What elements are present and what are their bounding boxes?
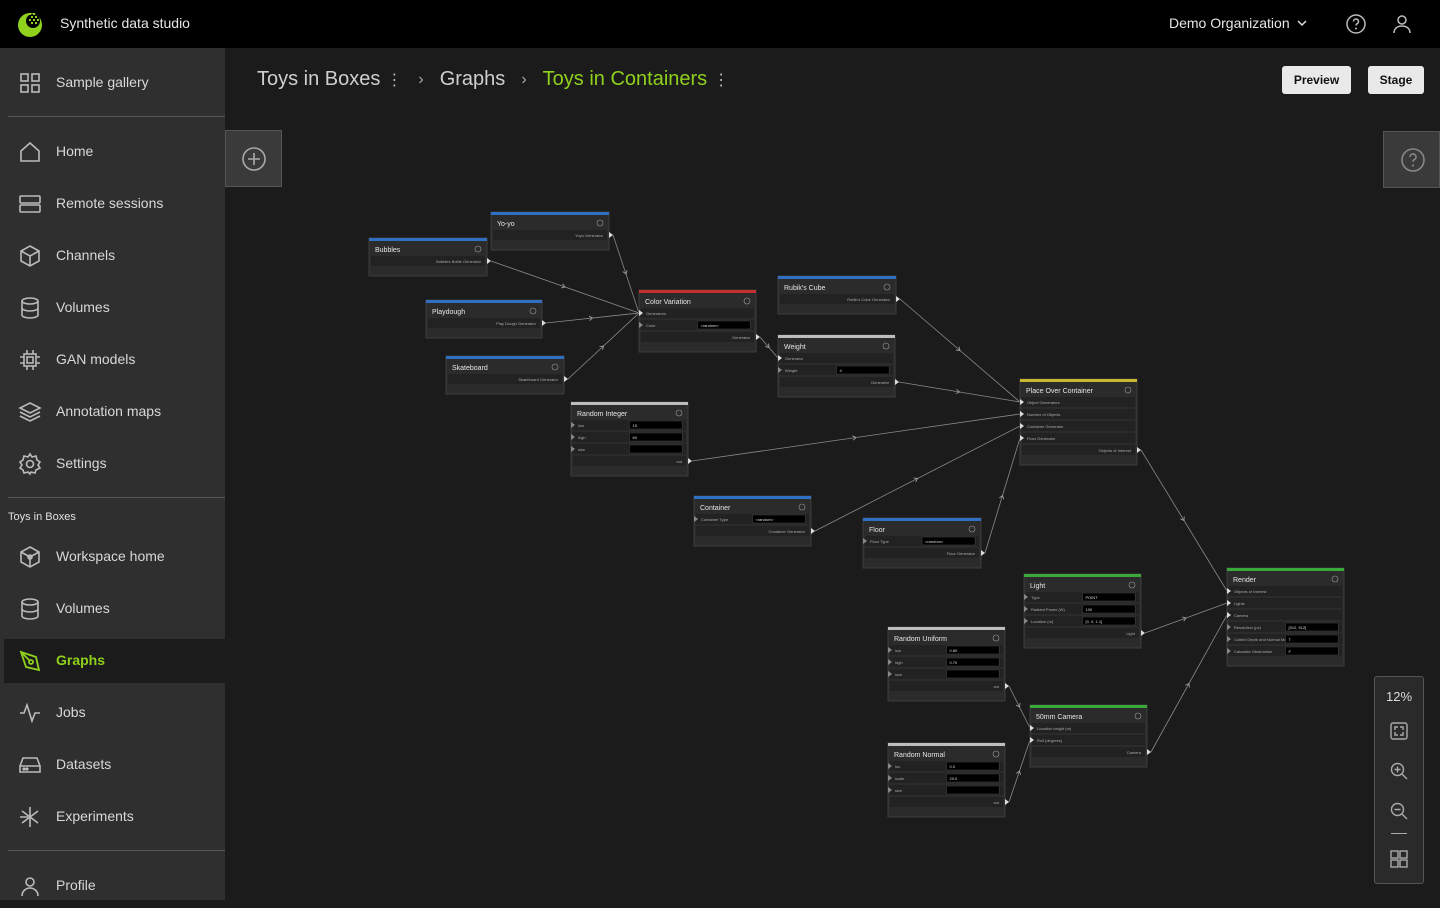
sidebar-item-label: Sample gallery	[56, 74, 149, 90]
sidebar-item-label: Experiments	[56, 808, 134, 824]
sidebar-item-label: GAN models	[56, 351, 136, 367]
sidebar-item-workspace-home[interactable]: Workspace home	[4, 535, 225, 579]
breadcrumb-separator-icon: ›	[418, 70, 424, 88]
help-icon[interactable]	[1345, 13, 1367, 35]
sidebar-item-experiments[interactable]: Experiments	[4, 795, 225, 839]
breadcrumb-section[interactable]: Graphs	[439, 68, 506, 90]
breadcrumb-separator-icon: ›	[521, 70, 527, 88]
layout-grid-icon[interactable]	[1389, 849, 1409, 869]
breadcrumb-workspace[interactable]: Toys in Boxes	[257, 68, 381, 90]
graph-pen-icon	[19, 650, 41, 672]
zoom-level: 12%	[1385, 689, 1413, 704]
cube-icon	[20, 245, 40, 267]
sidebar-item-label: Profile	[56, 877, 96, 893]
organization-name: Demo Organization	[1169, 15, 1290, 31]
server-icon	[19, 195, 41, 213]
user-icon	[21, 877, 39, 897]
sidebar-item-label: Graphs	[56, 652, 106, 668]
sidebar-divider	[8, 850, 245, 851]
zoom-in-icon[interactable]	[1389, 761, 1409, 781]
sidebar-divider	[8, 497, 245, 498]
help-icon	[1401, 148, 1425, 172]
sidebar-item-graphs[interactable]: Graphs	[4, 639, 225, 683]
sidebar-item-workspace-volumes[interactable]: Volumes	[4, 587, 225, 631]
sidebar-item-profile[interactable]: Profile	[4, 864, 225, 908]
asterisk-icon	[20, 807, 39, 827]
app-title: Synthetic data studio	[60, 15, 190, 31]
sidebar-item-label: Volumes	[56, 600, 110, 616]
graph-help-panel[interactable]	[1383, 131, 1440, 188]
cube-icon	[20, 546, 40, 568]
preview-button[interactable]: Preview	[1282, 66, 1351, 94]
sidebar-item-home[interactable]: Home	[4, 130, 225, 174]
zoom-panel: 12%	[1374, 676, 1424, 884]
workspace-section-label: Toys in Boxes	[8, 511, 76, 523]
breadcrumb-current: Toys in Containers	[542, 68, 708, 90]
sidebar-item-label: Remote sessions	[56, 195, 164, 211]
hard-drive-icon	[19, 757, 41, 773]
home-icon	[20, 141, 40, 162]
sidebar-item-annotation-maps[interactable]: Annotation maps	[4, 390, 225, 434]
organization-selector[interactable]: Demo Organization	[1169, 15, 1308, 31]
sidebar-item-channels[interactable]: Channels	[4, 234, 225, 278]
activity-icon	[20, 702, 40, 724]
database-icon	[21, 297, 39, 319]
fit-view-icon[interactable]	[1389, 721, 1409, 741]
sidebar-item-label: Datasets	[56, 756, 112, 772]
add-circle-icon	[242, 147, 266, 171]
add-node-panel[interactable]	[225, 130, 282, 187]
sidebar-item-label: Volumes	[56, 299, 110, 315]
user-icon[interactable]	[1391, 13, 1413, 35]
app-logo-icon[interactable]	[16, 10, 44, 38]
gallery-grid-icon	[20, 73, 40, 93]
sidebar-divider	[8, 116, 245, 117]
sidebar-item-label: Channels	[56, 247, 116, 263]
database-icon	[21, 598, 39, 620]
sidebar-item-sample-gallery[interactable]: Sample gallery	[4, 61, 225, 105]
zoom-divider	[1391, 833, 1407, 834]
layers-icon	[18, 402, 42, 422]
sidebar-item-label: Annotation maps	[56, 403, 162, 419]
sidebar-item-label: Workspace home	[56, 548, 165, 564]
chevron-down-icon	[1297, 20, 1307, 27]
zoom-out-icon[interactable]	[1389, 801, 1409, 821]
sidebar-item-settings[interactable]: Settings	[4, 442, 225, 486]
stage-button[interactable]: Stage	[1368, 66, 1424, 94]
workspace-more-icon[interactable]: ⋮	[386, 71, 403, 89]
sidebar-item-remote-sessions[interactable]: Remote sessions	[4, 182, 225, 226]
top-bar: Synthetic data studio Demo Organization	[0, 0, 1440, 48]
sidebar-item-jobs[interactable]: Jobs	[4, 691, 225, 735]
breadcrumb: Toys in Boxes ⋮ › Graphs › Toys in Conta…	[257, 68, 729, 91]
sidebar-item-label: Jobs	[56, 704, 86, 720]
sidebar-item-label: Settings	[56, 455, 107, 471]
gear-icon	[18, 452, 42, 476]
chip-icon	[20, 350, 40, 370]
graph-more-icon[interactable]: ⋮	[713, 71, 730, 89]
graph-canvas[interactable]	[225, 48, 1440, 900]
sidebar-item-label: Home	[56, 143, 94, 159]
sidebar-item-gan-models[interactable]: GAN models	[4, 338, 225, 382]
sidebar-item-volumes[interactable]: Volumes	[4, 286, 225, 330]
sidebar-item-datasets[interactable]: Datasets	[4, 743, 225, 787]
